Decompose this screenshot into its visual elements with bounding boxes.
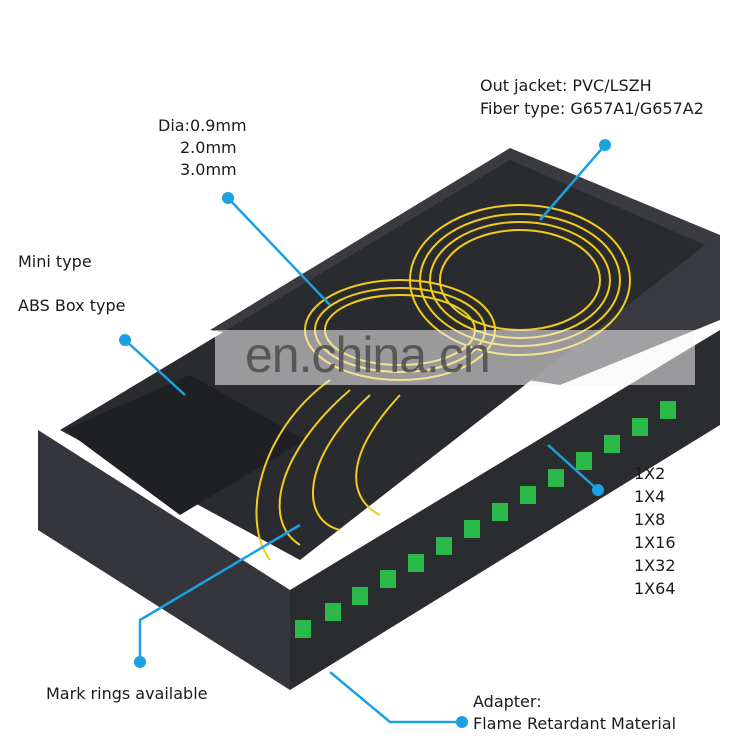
dia-label-2: 2.0mm [180,138,237,157]
callout-dots [119,139,611,728]
split-ratio-1x16: 1X16 [634,533,676,552]
sc-adapters [295,401,676,638]
out-jacket-label: Out jacket: PVC/LSZH [480,76,652,95]
split-ratio-1x8: 1X8 [634,510,666,529]
mark-rings-label: Mark rings available [46,684,208,703]
adapter-material-label: Flame Retardant Material [473,714,677,733]
watermark: en.china.cn [215,327,695,385]
fiber-type-label: Fiber type: G657A1/G657A2 [480,99,704,118]
box-front-wall [38,430,290,690]
adapter-label: Adapter: [473,692,542,711]
callout-lines [124,144,606,724]
abs-box-type-label: ABS Box type [18,296,126,315]
mini-type-label: Mini type [18,252,92,271]
split-ratio-1x2: 1X2 [634,464,666,483]
dia-label-3: 3.0mm [180,160,237,179]
abs-inner-box [65,375,305,515]
split-ratio-1x32: 1X32 [634,556,676,575]
dia-label-1: Dia:0.9mm [158,116,247,135]
split-ratio-1x64: 1X64 [634,579,676,598]
split-ratio-1x4: 1X4 [634,487,666,506]
